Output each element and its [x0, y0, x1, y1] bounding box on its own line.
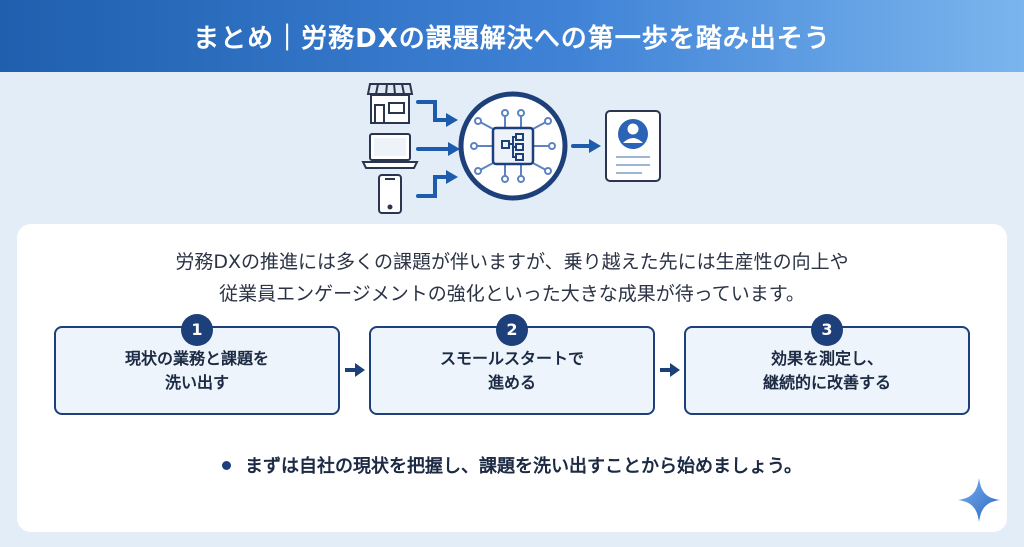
sparkle-icon: [958, 478, 1000, 522]
conclusion-row: まずは自社の現状を把握し、課題を洗い出すことから始めましょう。: [17, 452, 1007, 478]
step-2-number: 2: [496, 314, 528, 346]
page-title: まとめ｜労務DXの課題解決への第一歩を踏み出そう: [193, 23, 831, 54]
intro-line-1: 労務DXの推進には多くの課題が伴いますが、乗り越えた先には生産性の向上や: [175, 251, 849, 273]
header-banner: まとめ｜労務DXの課題解決への第一歩を踏み出そう: [0, 0, 1024, 72]
step-1-text: 現状の業務と課題を 洗い出す: [124, 348, 269, 392]
intro-line-2: 従業員エンゲージメントの強化といった大きな成果が待っています。: [219, 283, 805, 305]
summary-card: 労務DXの推進には多くの課題が伴いますが、乗り越えた先には生産性の向上や 従業員…: [17, 224, 1007, 532]
step-2-text: スモールスタートで 進める: [439, 348, 584, 392]
conclusion-text: まずは自社の現状を把握し、課題を洗い出すことから始めましょう。: [245, 456, 802, 477]
laptop-icon: [361, 133, 419, 169]
step-arrow-icon: [660, 363, 680, 377]
workflow-diagram: [361, 83, 661, 214]
step-arrow-icon: [345, 363, 365, 377]
intro-text: 労務DXの推進には多くの課題が伴いますが、乗り越えた先には生産性の向上や 従業員…: [17, 246, 1007, 310]
network-hub-icon: [458, 91, 568, 201]
step-3-box: 3 効果を測定し、 継続的に改善する: [684, 314, 970, 415]
employee-profile-icon: [605, 110, 661, 182]
step-3-text: 効果を測定し、 継続的に改善する: [762, 348, 891, 392]
step-3-number: 3: [811, 314, 843, 346]
store-icon: [366, 83, 414, 124]
step-1-number: 1: [181, 314, 213, 346]
smartphone-icon: [378, 174, 402, 214]
output-arrow: [571, 139, 601, 153]
step-2-box: 2 スモールスタートで 進める: [369, 314, 655, 415]
bullet-icon: [222, 460, 232, 470]
input-arrows: [416, 100, 450, 198]
step-1-box: 1 現状の業務と課題を 洗い出す: [54, 314, 340, 415]
